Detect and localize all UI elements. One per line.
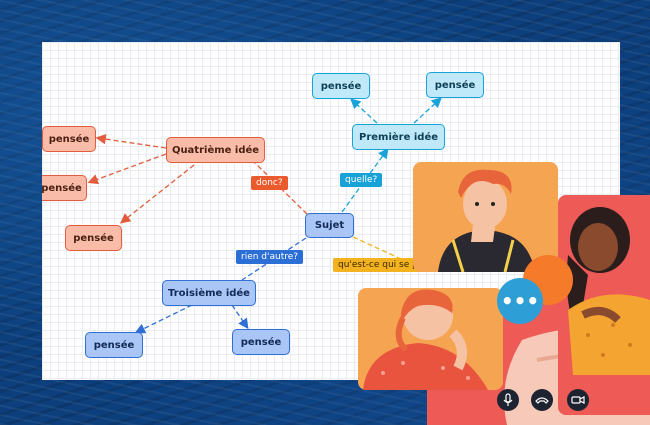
branch-quatrieme-idee[interactable]: Quatrième idée — [166, 137, 265, 163]
video-tile-man — [413, 162, 558, 272]
woman-illustration — [566, 207, 650, 375]
video-tile-girl — [358, 288, 503, 390]
thought-node[interactable]: pensée — [312, 73, 370, 99]
video-camera-button[interactable] — [567, 389, 589, 411]
video-tile-woman — [558, 195, 650, 415]
thought-node[interactable]: pensée — [85, 332, 143, 358]
man-illustration — [438, 169, 535, 272]
thought-node[interactable]: pensée — [65, 225, 122, 251]
connector-label[interactable]: donc? — [251, 176, 288, 190]
thought-node[interactable]: pensée — [426, 72, 484, 98]
hang-up-icon — [535, 397, 549, 404]
central-topic-node[interactable]: Sujet — [305, 213, 354, 238]
thought-node[interactable]: pensée — [42, 175, 87, 201]
connector-label[interactable]: quelle? — [340, 173, 383, 187]
thought-node[interactable]: pensée — [232, 329, 290, 355]
video-camera-icon — [571, 396, 585, 404]
branch-troisieme-idee[interactable]: Troisième idée — [162, 280, 256, 306]
connector-label[interactable]: rien d'autre? — [236, 250, 304, 264]
thought-node[interactable]: pensée — [42, 126, 96, 152]
microphone-button[interactable] — [497, 389, 519, 411]
hang-up-button[interactable] — [531, 389, 553, 411]
girl-illustration — [363, 289, 488, 390]
chat-bubble-blue: ••• — [497, 278, 543, 324]
microphone-icon — [503, 393, 513, 406]
ellipsis-icon: ••• — [500, 289, 540, 313]
branch-premiere-idee[interactable]: Première idée — [352, 124, 445, 150]
mindmap-connector-lines — [87, 97, 442, 334]
